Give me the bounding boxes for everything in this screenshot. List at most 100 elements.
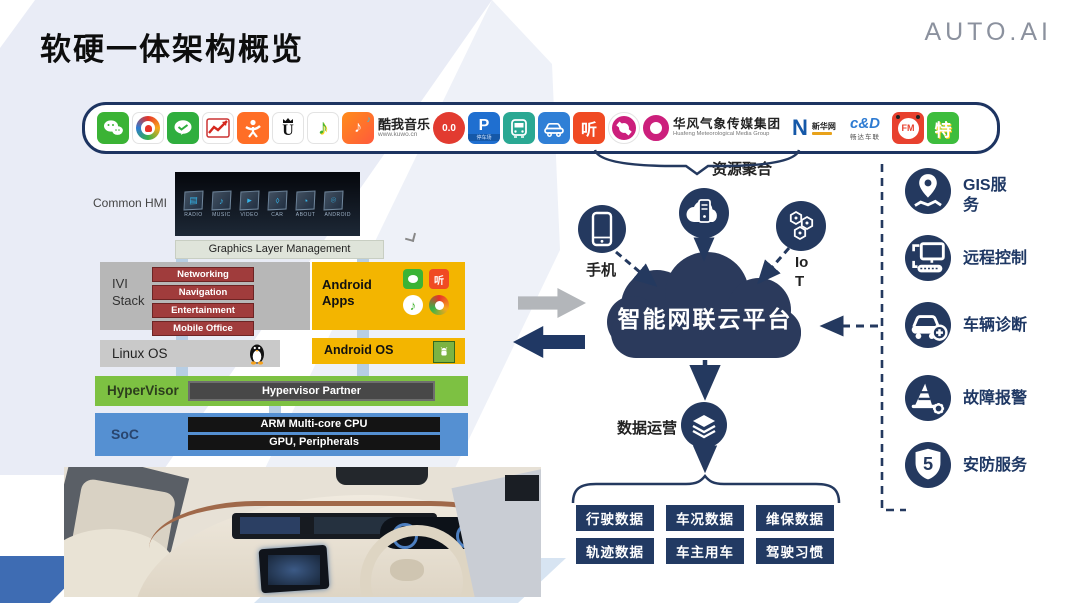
cloud-platform-label: 智能网联云平台 [617, 306, 793, 332]
u-app-icon: U [272, 112, 304, 144]
services-dashed-line [880, 164, 906, 512]
map-pin-icon [914, 174, 942, 207]
svg-text:5: 5 [923, 454, 933, 474]
hmi-car-icon: ⬨ [267, 190, 288, 210]
vehicle-diagnosis-label: 车辆诊断 [963, 317, 1028, 334]
android-apps-label: Android Apps [322, 277, 372, 309]
hypervisor-label: HyperVisor [107, 383, 179, 398]
ting-fm-icon: 听 [573, 112, 606, 144]
hmi-video-icon: ▸ [239, 190, 260, 210]
kuwo-music-icon: ♪ ♪ [342, 112, 374, 144]
huafeng-swirl-icon [643, 115, 670, 141]
traffic-cone-gear-icon [911, 383, 945, 415]
data-box: 轨迹数据 [576, 538, 654, 564]
huafeng-sub: Huafeng Meteorological Media Group [673, 131, 770, 138]
stock-app-icon [202, 112, 234, 144]
fault-alarm-label: 故障报警 [963, 390, 1028, 407]
hmi-music-icon: ♪ [211, 190, 232, 210]
bus-app-icon [503, 112, 536, 144]
cat-music-icon: 0.0 [433, 112, 466, 144]
android-apps-box: Android Apps 听 ♪ [312, 262, 465, 330]
gis-service-node [905, 168, 951, 214]
mini-qqmusic-icon: ♪ [403, 295, 423, 315]
fault-alarm-node [905, 375, 951, 421]
changda-icon: c&D [850, 114, 881, 132]
hmi-about-icon: ◔ [295, 190, 316, 210]
brand-logo: AUTO.AI [924, 18, 1052, 46]
remote-control-node [905, 235, 951, 281]
wechat-icon [97, 112, 129, 144]
hypervisor-bar: HyperVisor Hypervisor Partner [95, 376, 468, 406]
mini-wechat-icon [403, 269, 423, 289]
android-os-label: Android OS [324, 343, 394, 357]
ivi-module: Mobile Office [152, 321, 254, 336]
kuwo-label: 酷我音乐 [378, 116, 431, 132]
security-service-node: 5 [905, 442, 951, 488]
resource-aggregation-label: 资源聚合 [712, 161, 773, 178]
teladian-icon: 特 [927, 112, 960, 144]
car-app-icon [538, 112, 571, 144]
qq-music-icon: ♪ [307, 112, 339, 144]
panda-fm-icon: FM [892, 112, 925, 144]
soc-cpu-box: ARM Multi-core CPU [188, 417, 440, 432]
graphics-layer-bar: Graphics Layer Management [175, 240, 384, 259]
dianping-icon [237, 112, 269, 144]
huafeng-media-logo: 华风气象传媒集团 Huafeng Meteorological Media Gr… [643, 115, 789, 141]
changda-chelian-logo: c&D 畅达车联 [841, 116, 889, 141]
linux-os-label: Linux OS [112, 346, 168, 361]
vehicle-diagnosis-node [905, 302, 951, 348]
layers-icon [692, 415, 716, 439]
tux-penguin-icon [250, 344, 264, 365]
iot-node [776, 201, 826, 251]
mini-ting-icon: 听 [429, 269, 449, 289]
soc-label: SoC [111, 426, 139, 442]
hmi-screenshot: ▤RADIO ♪MUSIC ▸VIDEO ⬨CAR ◔ABOUT ⌾ANDROI… [175, 172, 360, 236]
phone-icon [591, 211, 613, 247]
cloud-server-icon [686, 199, 717, 223]
phone-label: 手机 [586, 262, 617, 279]
remote-monitor-icon [912, 242, 945, 273]
remote-control-label: 远程控制 [963, 250, 1028, 267]
page-title: 软硬一体架构概览 [40, 32, 304, 67]
arrow-left-navy [513, 326, 585, 358]
huafeng-label: 华风气象传媒集团 [673, 117, 782, 132]
resource-cloud-node [679, 188, 729, 238]
cloud-platform [607, 252, 801, 358]
car-dashboard-photo [64, 467, 541, 597]
gis-service-label: GIS服务 [963, 177, 1007, 214]
kuwo-url: www.kuwo.cn [378, 131, 418, 139]
common-hmi-label: Common HMI [93, 196, 168, 210]
android-robot-icon [433, 341, 455, 363]
security-shield-icon: 5 [915, 448, 941, 480]
ivi-stack-label: IVI Stack [112, 276, 145, 308]
data-box: 驾驶习惯 [756, 538, 834, 564]
arrow-right-gray [518, 288, 586, 318]
ivi-module: Entertainment [152, 303, 254, 318]
ivi-stack-box: IVI Stack Networking Navigation Entertai… [100, 262, 310, 336]
hmi-android-icon: ⌾ [323, 190, 344, 210]
ivi-module: Navigation [152, 285, 254, 300]
green-messenger-icon [167, 112, 199, 144]
data-ops-label: 数据运营 [617, 420, 678, 437]
ivi-module: Networking [152, 267, 254, 282]
android-os-box: Android OS [312, 338, 465, 364]
tencent-news-icon [132, 112, 164, 144]
iot-hexagons-icon [789, 210, 814, 241]
linux-os-box: Linux OS [100, 340, 280, 367]
parking-app-icon: P 停车场 [468, 112, 501, 144]
hmi-radio-icon: ▤ [183, 190, 204, 210]
partner-app-bar: U ♪ ♪ ♪ 酷我音乐 www.kuwo.cn 0.0 P 停车场 [82, 102, 1000, 154]
soc-bar: SoC ARM Multi-core CPU GPU, Peripherals [95, 413, 468, 456]
data-brace [571, 473, 841, 504]
mini-browser-icon [429, 295, 449, 315]
data-box: 车主用车 [666, 538, 744, 564]
iot-label: IoT [795, 254, 809, 290]
hypervisor-partner-box: Hypervisor Partner [188, 381, 435, 401]
data-box: 行驶数据 [576, 505, 654, 531]
stray-cursor-mark [404, 230, 417, 243]
changda-label: 畅达车联 [850, 133, 881, 141]
security-service-label: 安防服务 [963, 457, 1028, 474]
data-box: 维保数据 [756, 505, 834, 531]
car-diagnosis-icon [911, 315, 948, 341]
data-ops-node [681, 402, 727, 448]
